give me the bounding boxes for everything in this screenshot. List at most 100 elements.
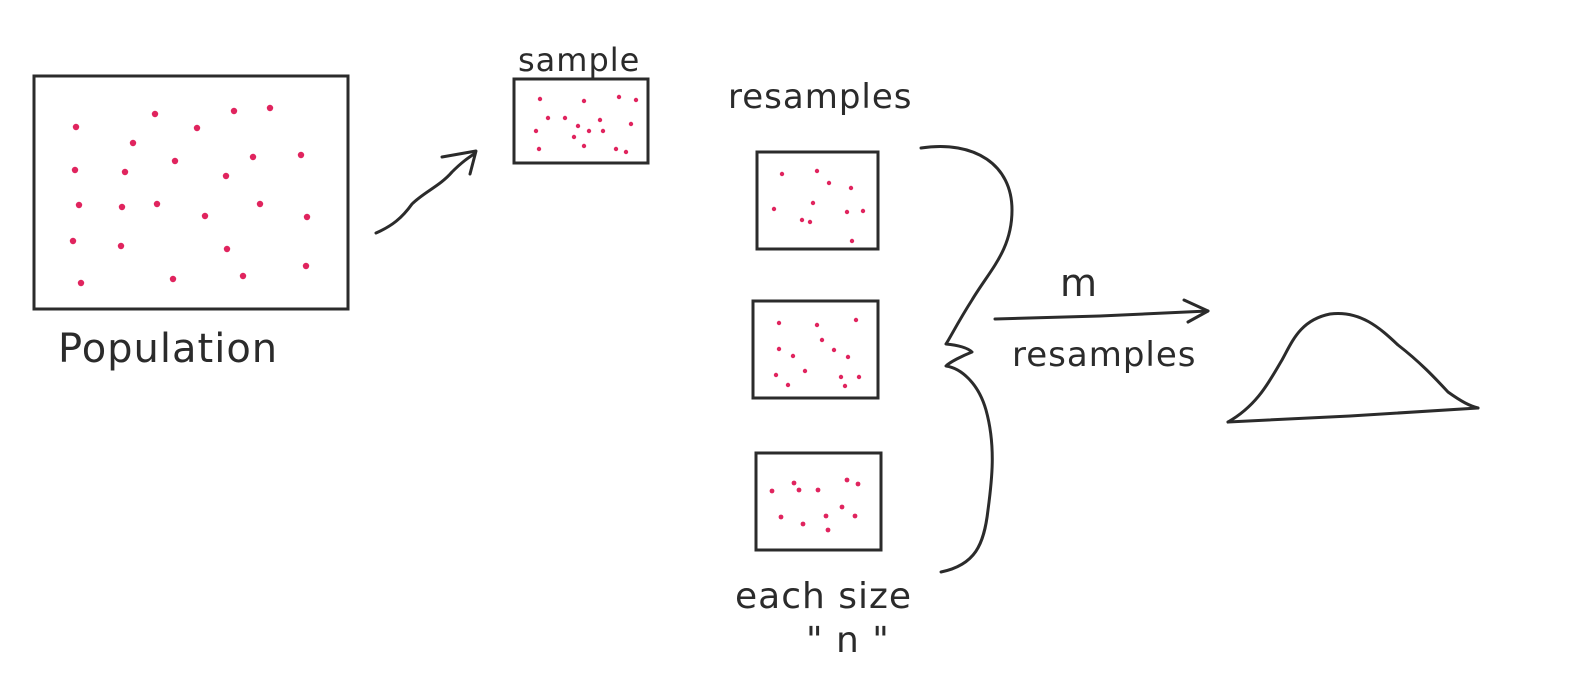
dot: [118, 203, 126, 211]
resample-3-dots: [769, 477, 861, 533]
dot: [201, 212, 209, 220]
m-arrow-head: [1182, 298, 1210, 324]
sample-group: sample: [512, 41, 650, 165]
dot: [779, 171, 785, 177]
dot: [848, 185, 854, 191]
dot: [802, 368, 808, 374]
dot: [222, 172, 230, 180]
dot: [815, 487, 821, 493]
dot: [575, 123, 581, 129]
arrow-shaft: [374, 152, 476, 235]
dot: [117, 242, 125, 250]
dot: [799, 217, 805, 223]
arrow-population-to-sample: [374, 149, 478, 235]
dot: [72, 123, 80, 131]
dot: [776, 346, 782, 352]
dot: [819, 337, 825, 343]
dot: [623, 149, 629, 155]
dot: [223, 245, 231, 253]
dot: [849, 238, 855, 244]
resample-1-dots: [771, 168, 866, 244]
dot: [633, 97, 639, 103]
dot: [600, 128, 606, 134]
dot: [121, 168, 129, 176]
resample-box-1-group: [755, 150, 880, 251]
dot: [825, 527, 831, 533]
dot: [303, 213, 311, 221]
dot: [297, 151, 305, 159]
population-box: [32, 74, 350, 311]
sample-dots: [533, 94, 639, 155]
dot: [169, 275, 177, 283]
dot: [562, 115, 568, 121]
dot: [860, 208, 866, 214]
distribution-baseline: [1226, 406, 1480, 424]
dot: [628, 121, 634, 127]
dot: [823, 513, 829, 519]
sample-box: [512, 77, 650, 165]
dot: [800, 521, 806, 527]
dot: [826, 180, 832, 186]
dot: [814, 322, 820, 328]
dot: [266, 104, 274, 112]
dot: [536, 146, 542, 152]
dot: [69, 237, 77, 245]
dot: [838, 374, 844, 380]
resample-box-2: [751, 299, 880, 400]
sampling-distribution-curve: [1226, 311, 1480, 424]
dot: [545, 115, 551, 121]
m-label: m: [1060, 261, 1098, 305]
sample-label: sample: [518, 41, 640, 79]
dot: [807, 219, 813, 225]
population-label: Population: [58, 326, 278, 372]
dot: [581, 98, 587, 104]
dot: [302, 262, 310, 270]
dot: [249, 153, 257, 161]
dot: [151, 110, 159, 118]
dot: [778, 514, 784, 520]
dot: [839, 504, 845, 510]
dot: [810, 200, 816, 206]
curly-brace: [919, 145, 1014, 574]
dot: [77, 279, 85, 287]
population-group: Population: [32, 74, 350, 372]
dot: [852, 513, 858, 519]
m-resamples-label: resamples: [1012, 335, 1196, 375]
population-dots: [69, 104, 311, 287]
dot: [845, 354, 851, 360]
dot: [769, 488, 775, 494]
dot: [796, 487, 802, 493]
dot: [581, 143, 587, 149]
arrow-head: [440, 149, 478, 176]
dot: [814, 168, 820, 174]
dot: [853, 317, 859, 323]
dot: [844, 209, 850, 215]
dot: [193, 124, 201, 132]
dot: [773, 372, 779, 378]
dot: [856, 374, 862, 380]
dot: [230, 107, 238, 115]
dot: [791, 480, 797, 486]
each-size-label: each size: [735, 576, 912, 617]
dot: [855, 481, 861, 487]
dot: [790, 353, 796, 359]
dot: [831, 347, 837, 353]
dot: [256, 200, 264, 208]
dot: [71, 166, 79, 174]
dot: [785, 382, 791, 388]
resample-2-dots: [773, 317, 862, 389]
dot: [571, 134, 577, 140]
dot: [616, 94, 622, 100]
dot: [771, 206, 777, 212]
resample-box-3: [754, 451, 883, 552]
dot: [171, 157, 179, 165]
resample-box-3-group: [754, 451, 883, 552]
dot: [597, 117, 603, 123]
dot: [537, 96, 543, 102]
resample-box-1: [755, 150, 880, 251]
m-arrow-shaft: [993, 309, 1210, 321]
dot: [842, 383, 848, 389]
dot: [239, 272, 247, 280]
dot: [613, 146, 619, 152]
